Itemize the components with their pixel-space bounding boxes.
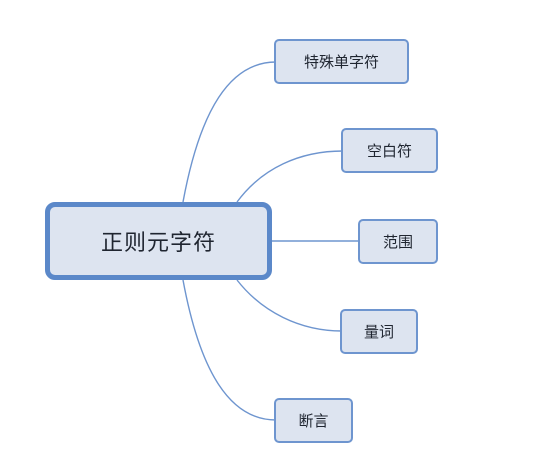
child-node-2[interactable]: 空白符 — [341, 128, 438, 173]
connector-to-child-5 — [182, 279, 277, 421]
root-node[interactable]: 正则元字符 — [45, 202, 272, 280]
connector-to-child-2 — [236, 150, 344, 203]
child-node-4[interactable]: 量词 — [340, 309, 418, 354]
child-node-1[interactable]: 特殊单字符 — [274, 39, 409, 84]
child-node-5[interactable]: 断言 — [274, 398, 353, 443]
child-node-3[interactable]: 范围 — [358, 219, 438, 264]
child-node-label: 特殊单字符 — [303, 53, 379, 71]
root-node-label: 正则元字符 — [100, 231, 216, 256]
child-node-label: 范围 — [382, 233, 413, 251]
child-node-label: 空白符 — [366, 142, 412, 160]
child-node-label: 量词 — [363, 323, 394, 341]
connector-to-child-1 — [182, 61, 277, 203]
connector-to-child-4 — [236, 279, 343, 332]
child-node-label: 断言 — [298, 412, 329, 430]
